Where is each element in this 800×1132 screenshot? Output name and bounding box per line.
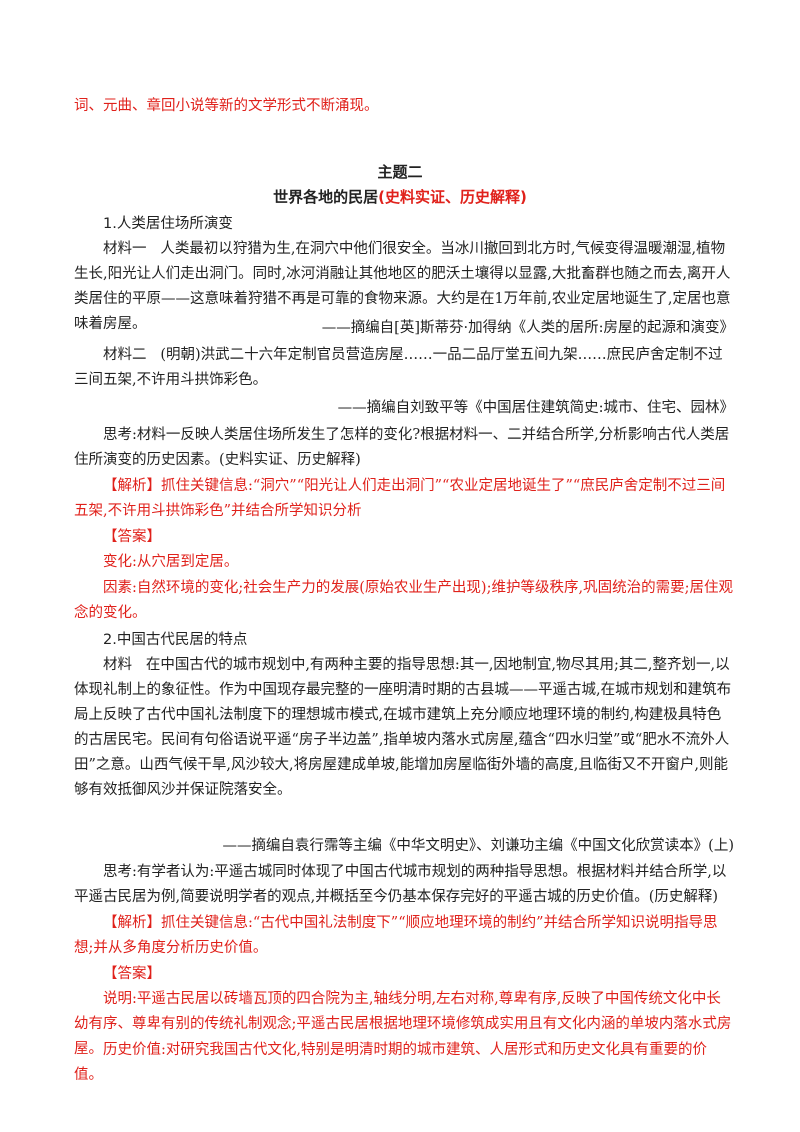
section1-answer-change: 变化:从穴居到定居。 [103,554,239,570]
section1-answer-label: 【答案】 [103,529,161,545]
material1-paragraph: 材料一 人类最初以狩猎为生,在洞穴中他们很安全。当冰川撤回到北方时,气候变得温暖… [74,237,734,337]
section1-question: 思考:材料一反映人类居住场所发生了怎样的变化?根据材料一、二并结合所学,分析影响… [74,427,730,468]
material2-label: 材料二 [103,347,147,363]
section2-analysis: 【解析】抓住关键信息:“古代中国礼法制度下”“顺应地理环境的制约”并结合所学知识… [74,915,718,956]
material1-source: ——摘编自[英]斯蒂芬·加得纳《人类的居所:房屋的起源和演变》 [321,320,734,336]
topic-title: 世界各地的民居 [273,188,379,206]
material2-paragraph: 材料二 (明朝)洪武二十六年定制官员营造房屋……一品二品厅堂五间九架……庶民庐舍… [74,343,734,393]
section2-answer-label: 【答案】 [103,966,161,982]
topic-title-line: 世界各地的民居(史料实证、历史解释) [0,185,800,210]
topic-tags: (史料实证、历史解释) [378,188,527,206]
section1-answer-factors: 因素:自然环境的变化;社会生产力的发展(原始农业生产出现);维护等级秩序,巩固统… [74,580,733,621]
section2-material-source: ——摘编自袁行霈等主编《中华文明史》、刘谦功主编《中国文化欣赏读本》(上) [222,838,734,854]
section2-question: 思考:有学者认为:平遥古城同时体现了中国古代城市规划的两种指导思想。根据材料并结… [74,864,727,905]
section1-heading: 1.人类居住场所演变 [103,216,233,232]
material2-text: (明朝)洪武二十六年定制官员营造房屋……一品二品厅堂五间九架……庶民庐舍定制不过… [74,347,723,388]
section2-material-paragraph: 材料 在中国古代的城市规划中,有两种主要的指导思想:其一,因地制宜,物尽其用;其… [74,653,734,803]
section2-material-label: 材料 [103,657,132,673]
material1-label: 材料一 [103,241,147,257]
material2-source: ——摘编自刘致平等《中国居住建筑简史:城市、住宅、园林》 [337,400,734,416]
section2-answer-explain: 说明:平遥古民居以砖墙瓦顶的四合院为主,轴线分明,左右对称,尊卑有序,反映了中国… [74,991,732,1057]
topic-label: 主题二 [377,163,423,181]
section2-material-text: 在中国古代的城市规划中,有两种主要的指导思想:其一,因地制宜,物尽其用;其二,整… [74,657,732,798]
continuation-text: 词、元曲、章回小说等新的文学形式不断涌现。 [74,98,379,114]
material1-text: 人类最初以狩猎为生,在洞穴中他们很安全。当冰川撤回到北方时,气候变得温暖潮湿,植… [74,241,731,332]
section1-analysis: 【解析】抓住关键信息:“洞穴”“阳光让人们走出洞门”“农业定居地诞生了”“庶民庐… [74,478,726,519]
section2-answer-value: 历史价值:对研究我国古代文化,特别是明清时期的城市建筑、人居形式和历史文化具有重… [74,1042,707,1083]
section2-heading: 2.中国古代民居的特点 [103,632,248,648]
